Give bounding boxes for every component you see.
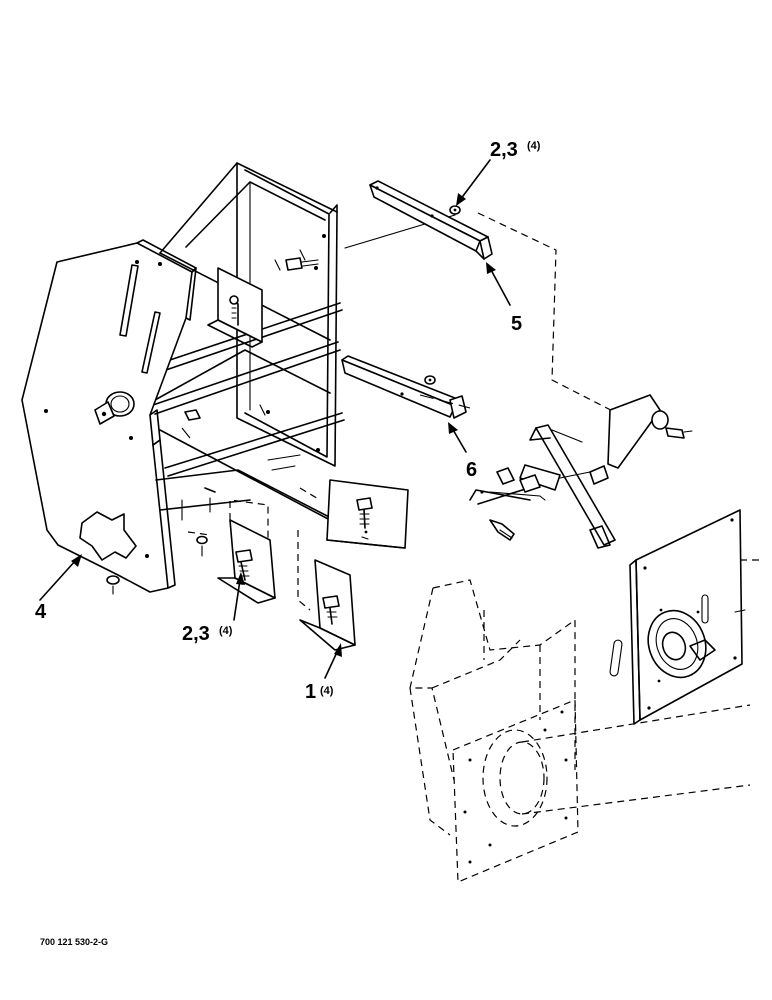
callout-2-3-bottom: 2,3 (4): [182, 623, 233, 645]
callout-number: 5: [511, 313, 522, 335]
callout-quantity: (4): [219, 625, 233, 637]
angle-bracket-lower-left: [217, 519, 276, 604]
callout-number: 2,3: [490, 139, 518, 161]
rear-frame-bolt: [285, 257, 319, 271]
callout-number: 6: [466, 459, 477, 481]
right-mount-plate: [609, 509, 746, 725]
callout-number: 1: [305, 681, 316, 703]
callout-quantity: (4): [527, 140, 541, 152]
machine-housing-outline: [409, 579, 576, 836]
cross-rods: [149, 214, 456, 477]
bearing-flange: [452, 559, 760, 883]
projection-lines-left: [187, 487, 321, 611]
side-panel: [21, 239, 197, 595]
callout-1: 1 (4): [305, 681, 334, 703]
callout-quantity: (4): [320, 685, 334, 697]
angle-bracket-lower-right: [299, 559, 356, 651]
callout-6: 6: [466, 459, 477, 481]
linkage-assembly: [469, 394, 693, 549]
document-id: 700 121 530-2-G: [40, 937, 108, 947]
part-5-bracket: [369, 180, 493, 260]
frame-washer: [181, 409, 201, 439]
part-6-bracket: [341, 355, 467, 419]
callout-number: 4: [35, 601, 47, 623]
callout-4: 4: [35, 601, 47, 623]
leader-arrows: [39, 159, 511, 679]
callout-5: 5: [511, 313, 522, 335]
projection-lines-right: [419, 212, 641, 426]
angle-bracket-floating: [326, 479, 409, 549]
callout-2-3-top: 2,3 (4): [490, 139, 541, 161]
lower-channel: [155, 454, 336, 557]
callout-number: 2,3: [182, 623, 210, 645]
inner-bracket: [207, 267, 263, 348]
